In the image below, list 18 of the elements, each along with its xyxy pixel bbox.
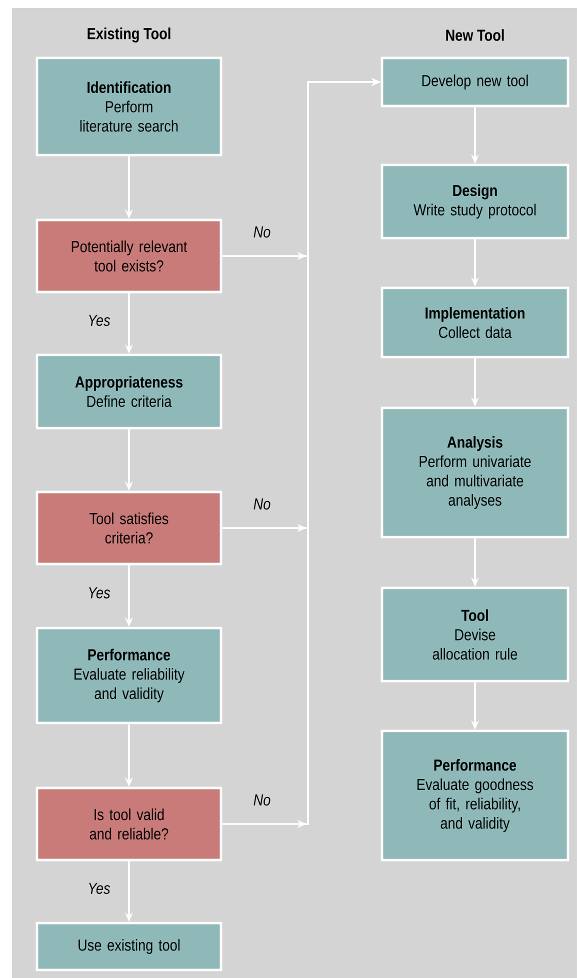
- process-box: Design Write study protocol: [380, 164, 570, 240]
- edge-label: No: [252, 225, 272, 239]
- process-box: Identification Perform literature search: [36, 56, 222, 156]
- process-box: Develop new tool: [380, 56, 570, 108]
- process-box: Implementation Collect data: [380, 286, 570, 358]
- column-heading: Existing Tool: [88, 28, 170, 42]
- edge-label: No: [252, 793, 272, 807]
- process-box: Analysis Perform univariate and multivariate analyses: [380, 406, 570, 538]
- process-box: Performance Evaluate reliability and validity: [36, 626, 222, 724]
- decision-box: Is tool valid and reliable?: [36, 786, 222, 862]
- edge-label: No: [252, 497, 272, 511]
- process-box: Use existing tool: [36, 922, 222, 972]
- process-box: Appropriateness Define criteria: [36, 354, 222, 430]
- process-box: Tool Devise allocation rule: [380, 586, 570, 682]
- process-box: Performance Evaluate goodness of fit, reliability, and validity: [380, 730, 570, 862]
- decision-box: Tool satisfies criteria?: [36, 490, 222, 566]
- decision-box: Potentially relevant tool exists?: [36, 218, 222, 294]
- column-heading: New Tool: [446, 29, 504, 41]
